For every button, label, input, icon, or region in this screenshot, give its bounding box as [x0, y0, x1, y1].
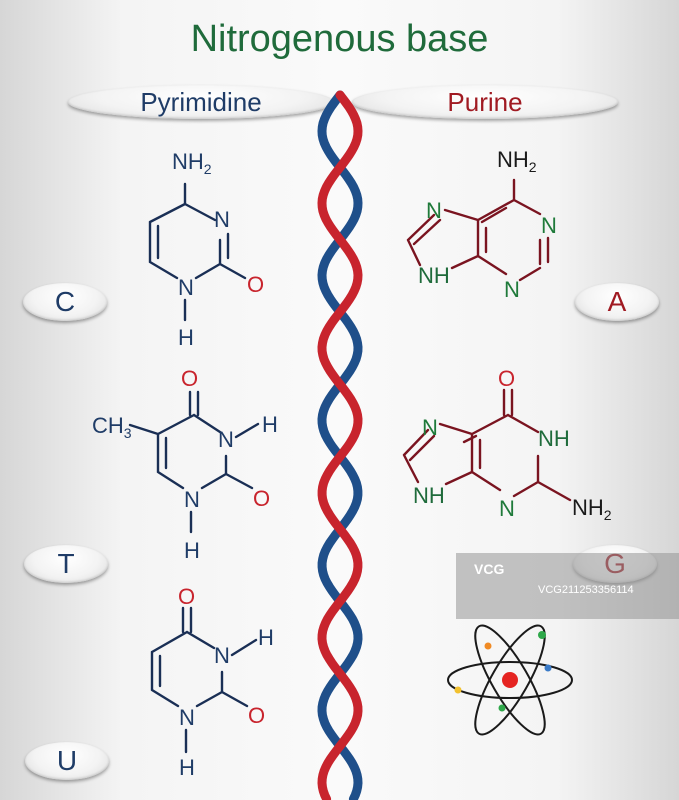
- thymine-oxygen-top: O: [181, 366, 198, 391]
- uracil-oxygen-right: O: [248, 703, 265, 728]
- dna-helix: [317, 90, 363, 800]
- cytosine-oxygen: O: [247, 272, 264, 297]
- adenine-n3: N: [504, 277, 520, 302]
- thymine-n3: N: [218, 427, 234, 452]
- cytosine-structure: NH2 N N O H: [148, 149, 264, 350]
- cytosine-amino: NH2: [172, 149, 212, 177]
- thymine-methyl: CH3: [92, 413, 132, 441]
- uracil-n1: N: [179, 705, 195, 730]
- watermark-text: VCG21125335611​4: [538, 584, 634, 596]
- uracil-h1: H: [179, 755, 195, 780]
- page-title: Nitrogenous base: [190, 18, 489, 60]
- atom-model-icon: [447, 624, 573, 736]
- base-label-a: A: [575, 283, 659, 321]
- pyrimidine-header-label: Pyrimidine: [140, 86, 262, 117]
- guanine-structure: O N NH NH N NH2: [402, 366, 612, 523]
- adenine-amino: NH2: [497, 147, 537, 175]
- cytosine-n3: N: [214, 207, 230, 232]
- purine-header: Purine: [352, 85, 618, 119]
- thymine-h3: H: [262, 412, 278, 437]
- cytosine-bonds: [148, 182, 247, 322]
- adenine-bonds: [406, 178, 550, 282]
- helix-strand-red: [317, 90, 363, 800]
- thymine-oxygen-right: O: [253, 486, 270, 511]
- watermark: VCG VCG21125335611​4: [456, 553, 679, 619]
- pyrimidine-header: Pyrimidine: [68, 85, 334, 119]
- uracil-oxygen-top: O: [178, 584, 195, 609]
- thymine-structure: O CH3 N H N O H: [92, 366, 278, 563]
- base-letter-t: T: [57, 548, 75, 579]
- guanine-oxygen: O: [498, 366, 515, 391]
- guanine-n3: N: [499, 496, 515, 521]
- guanine-bonds: [402, 388, 572, 502]
- guanine-n7: N: [422, 415, 438, 440]
- uracil-h3: H: [258, 625, 274, 650]
- guanine-n9h: NH: [413, 483, 445, 508]
- adenine-n1: N: [541, 213, 557, 238]
- adenine-structure: NH2 N N NH N: [406, 147, 557, 302]
- base-letter-a: A: [607, 286, 627, 317]
- watermark-logo: VCG: [474, 561, 505, 577]
- guanine-n1h: NH: [538, 426, 570, 451]
- guanine-amino: NH2: [572, 495, 612, 523]
- thymine-bonds: [128, 390, 260, 534]
- thymine-n1: N: [184, 487, 200, 512]
- thymine-h1: H: [184, 538, 200, 563]
- base-label-c: C: [23, 283, 107, 321]
- base-label-t: T: [24, 545, 108, 583]
- uracil-structure: O N H N O H: [150, 584, 274, 780]
- uracil-bonds: [150, 606, 258, 754]
- base-label-u: U: [25, 742, 109, 780]
- cytosine-hydrogen: H: [178, 325, 194, 350]
- cytosine-n1: N: [178, 275, 194, 300]
- helix-strand-blue: [317, 90, 363, 800]
- purine-header-label: Purine: [447, 86, 523, 117]
- adenine-n7: N: [426, 198, 442, 223]
- uracil-n3: N: [214, 643, 230, 668]
- adenine-n9h: NH: [418, 263, 450, 288]
- base-letter-c: C: [54, 286, 76, 317]
- base-letter-u: U: [56, 745, 78, 776]
